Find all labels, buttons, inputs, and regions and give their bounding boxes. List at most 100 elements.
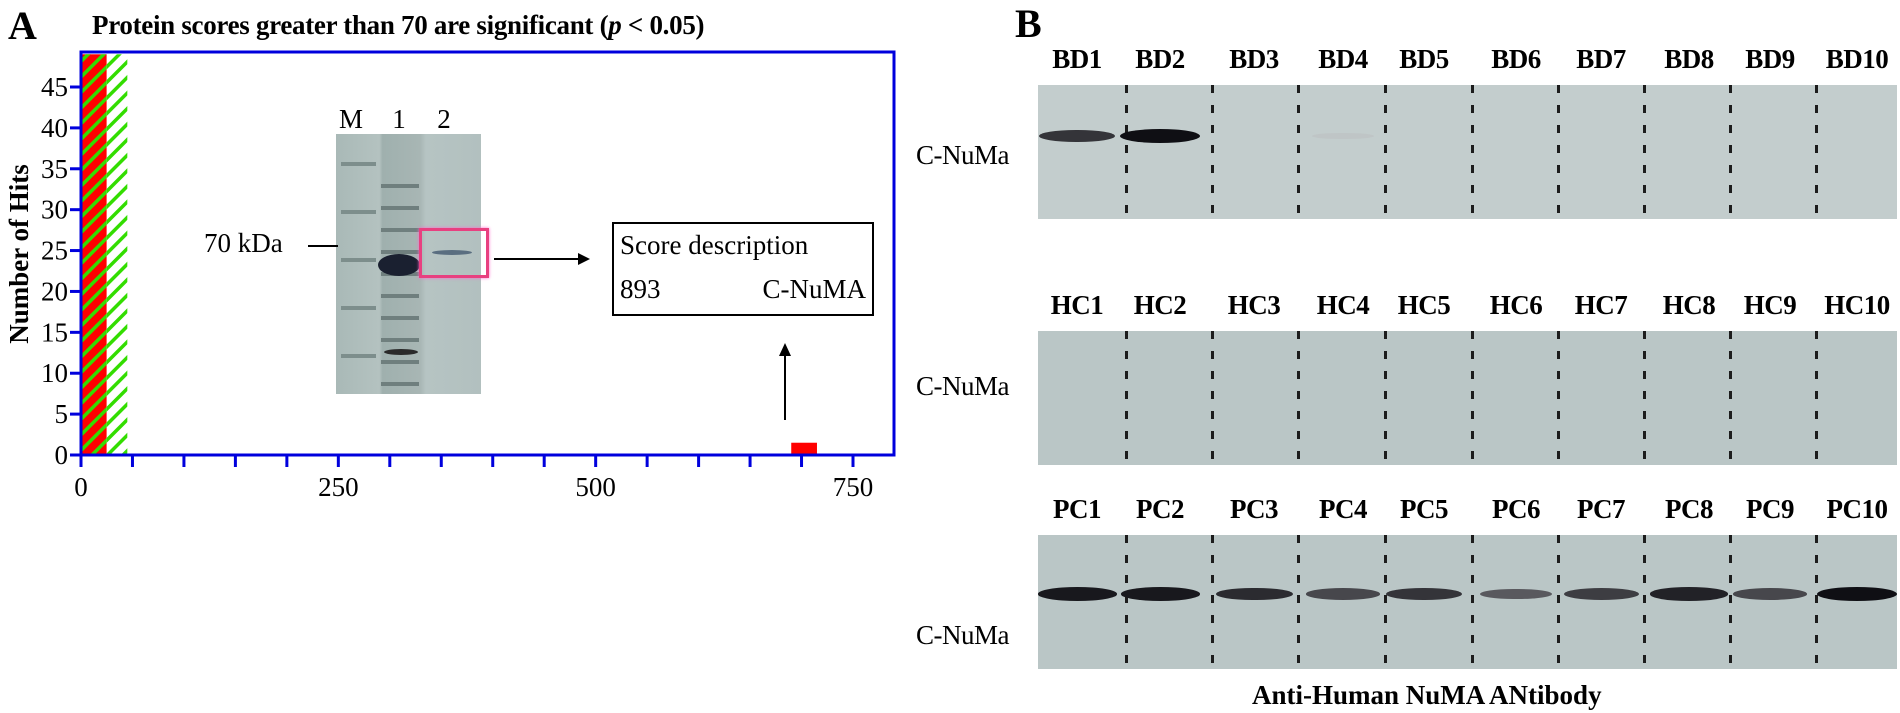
arrow-up: [784, 355, 786, 420]
y-axis-label: Number of Hits: [4, 164, 34, 344]
protein-band: [1215, 587, 1293, 601]
lane-separator: [1643, 85, 1646, 219]
y-tick-label: 15: [41, 317, 68, 347]
lane-label-bd7: BD7: [1576, 44, 1626, 74]
lane-separator: [1815, 85, 1818, 219]
lane-label-hc8: HC8: [1662, 290, 1716, 320]
lane-label-hc5: HC5: [1397, 290, 1451, 320]
arrow-right-head: [578, 253, 590, 265]
protein-band: [1312, 132, 1374, 140]
lane-label-bd5: BD5: [1399, 44, 1449, 74]
lane-separator: [1557, 85, 1560, 219]
lane-label-hc7: HC7: [1574, 290, 1628, 320]
lane-label-hc3: HC3: [1227, 290, 1281, 320]
protein-band: [1733, 588, 1807, 600]
protein-band: [1039, 129, 1115, 143]
score-box: Score description 893 C-NuMA: [612, 222, 874, 316]
lane-separator: [1471, 85, 1474, 219]
lane-separator: [1471, 331, 1474, 465]
lane-label-hc9: HC9: [1743, 290, 1797, 320]
y-tick-label: 30: [41, 195, 68, 225]
panel-b-bottom-title: Anti-Human NuMA ANtibody: [1252, 680, 1602, 710]
lane-separator: [1211, 85, 1214, 219]
lane-separator: [1384, 85, 1387, 219]
lane-separator: [1815, 535, 1818, 669]
lane1-main-band: [378, 254, 420, 276]
lane-label-hc1: HC1: [1050, 290, 1104, 320]
lane-label-pc3: PC3: [1230, 494, 1279, 524]
lane1-lower-band: [384, 349, 418, 355]
lane-separator: [1815, 331, 1818, 465]
arrow-right: [494, 258, 578, 260]
lane-label-hc6: HC6: [1489, 290, 1543, 320]
protein-band: [1037, 587, 1117, 601]
lane-separator: [1211, 331, 1214, 465]
lane-label-pc7: PC7: [1577, 494, 1626, 524]
lane-separator: [1729, 331, 1732, 465]
protein-band: [1480, 588, 1552, 600]
y-tick-label: 0: [55, 440, 69, 470]
title-suffix: < 0.05): [621, 10, 705, 40]
protein-band: [1306, 588, 1380, 600]
lane-label-bd6: BD6: [1491, 44, 1541, 74]
lane-separator: [1297, 331, 1300, 465]
marker-tick: [308, 245, 338, 247]
x-tick-label: 500: [575, 472, 616, 500]
lane-label-bd4: BD4: [1318, 44, 1368, 74]
score-protein: C-NuMA: [762, 274, 866, 304]
y-tick-label: 45: [41, 72, 68, 102]
lane-label-bd3: BD3: [1229, 44, 1279, 74]
lane-separator: [1125, 331, 1128, 465]
row-label-pc: C-NuMa: [916, 620, 1010, 650]
row-label-bd: C-NuMa: [916, 140, 1010, 170]
lane-separator: [1297, 535, 1300, 669]
x-tick-label: 750: [833, 472, 874, 500]
lane-label-bd1: BD1: [1052, 44, 1102, 74]
protein-band: [1650, 587, 1728, 601]
protein-band: [1120, 587, 1200, 601]
lane2-band: [432, 250, 472, 255]
y-tick-label: 40: [41, 113, 68, 143]
western-blot-bd: [1038, 85, 1897, 219]
lane-separator: [1729, 85, 1732, 219]
score-box-header: Score description: [620, 230, 809, 260]
lane-label-pc1: PC1: [1053, 494, 1102, 524]
lane-separator: [1384, 535, 1387, 669]
lane-label-bd9: BD9: [1745, 44, 1795, 74]
arrow-up-head: [779, 343, 791, 356]
protein-band: [1120, 128, 1200, 143]
marker-label: 70 kDa: [204, 228, 283, 258]
lane-label-pc6: PC6: [1492, 494, 1541, 524]
row-label-hc: C-NuMa: [916, 371, 1010, 401]
lane-label-hc2: HC2: [1133, 290, 1187, 320]
y-tick-label: 20: [41, 276, 68, 306]
lane-separator: [1557, 331, 1560, 465]
x-tick-label: 250: [318, 472, 359, 500]
panel-a-letter: A: [8, 3, 37, 48]
plot-frame: [79, 50, 896, 457]
score-value: 893: [620, 274, 661, 304]
bars-layer: [81, 54, 817, 456]
lane-label-pc10: PC10: [1826, 494, 1889, 524]
lane-label-pc2: PC2: [1136, 494, 1185, 524]
y-tick-label: 10: [41, 358, 68, 388]
panel-b-letter: B: [1015, 1, 1042, 46]
y-tick-label: 35: [41, 154, 68, 184]
lane-label-bd2: BD2: [1135, 44, 1185, 74]
lane-label-pc4: PC4: [1319, 494, 1368, 524]
lane-label-hc10: HC10: [1824, 290, 1890, 320]
lane-separator: [1297, 85, 1300, 219]
lane1-bands: [381, 174, 419, 392]
protein-band: [1563, 587, 1639, 600]
protein-band: [1386, 587, 1462, 601]
lane-label-hc4: HC4: [1316, 290, 1370, 320]
title-p: p: [608, 10, 622, 40]
western-blot-hc: [1038, 331, 1897, 465]
lane-label-pc8: PC8: [1665, 494, 1714, 524]
gel-image: [336, 134, 481, 394]
western-blot-pc: [1037, 535, 1897, 669]
lane-separator: [1643, 331, 1646, 465]
lane-label-bd10: BD10: [1825, 44, 1889, 74]
